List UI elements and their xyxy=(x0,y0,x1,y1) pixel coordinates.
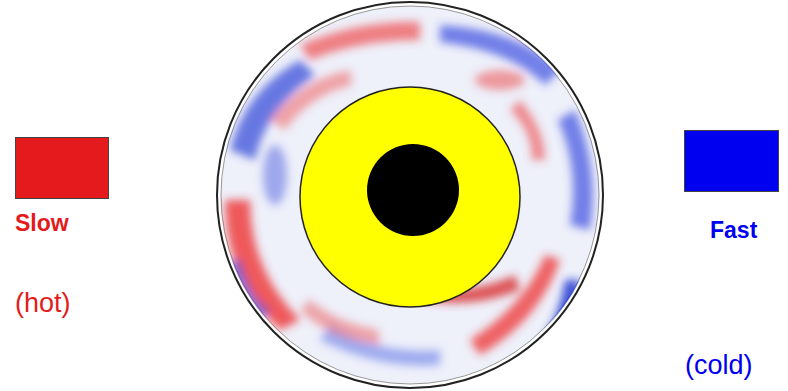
temperature-label: (hot) xyxy=(15,290,71,317)
mantle-anomalies xyxy=(225,20,603,370)
outer-core xyxy=(300,87,520,307)
temperature-label: (cold) xyxy=(685,352,753,379)
legend-swatch xyxy=(15,137,109,199)
inner-core xyxy=(367,144,459,236)
legend-text: Slow xyxy=(15,212,69,235)
legend-swatch xyxy=(684,130,779,192)
earth-outline xyxy=(217,2,603,388)
mantle xyxy=(221,6,599,384)
legend-text: Fast xyxy=(710,219,757,242)
